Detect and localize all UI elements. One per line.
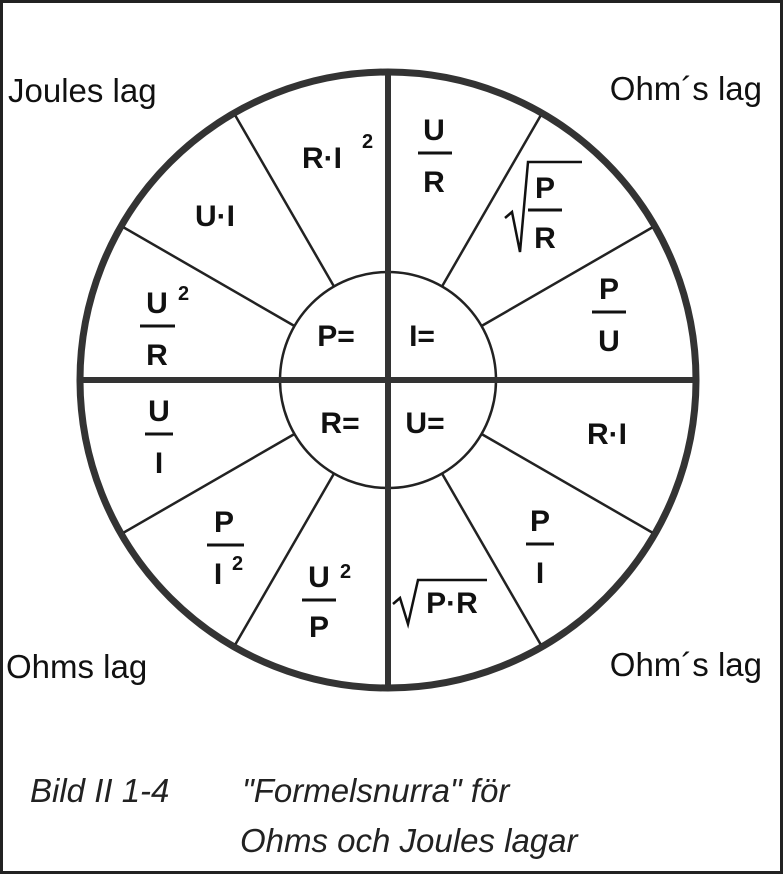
center-label-voltage: U= <box>405 407 444 440</box>
svg-text:P·R: P·R <box>426 587 478 620</box>
sector-spoke <box>234 115 336 288</box>
corner-label-bottom-right: Ohm´s lag <box>610 646 762 683</box>
sector-spoke <box>440 472 542 645</box>
sqrt-sign <box>504 160 582 253</box>
svg-text:U: U <box>598 325 620 358</box>
svg-text:U: U <box>308 561 330 594</box>
formula-u-over-i: U I <box>145 395 173 480</box>
sector-spoke <box>440 115 542 288</box>
formula-u-times-i: U·I <box>195 200 235 233</box>
svg-text:R·I: R·I <box>302 142 342 175</box>
corner-label-top-left: Joules lag <box>8 72 157 109</box>
sector-spoke <box>480 432 653 534</box>
formula-u-squared-over-p: U P 2 <box>302 561 351 644</box>
formula-u-squared-over-r: U R 2 <box>140 283 189 372</box>
sector-spoke <box>123 432 296 534</box>
corner-label-top-right: Ohm´s lag <box>610 70 762 107</box>
sector-spoke <box>234 472 336 645</box>
svg-text:P: P <box>214 506 234 539</box>
corner-label-bottom-left: Ohms lag <box>6 648 147 685</box>
svg-text:R: R <box>423 166 445 199</box>
formula-p-over-u: P U <box>592 273 626 358</box>
svg-text:P: P <box>599 273 619 306</box>
svg-text:U: U <box>423 114 445 147</box>
formula-p-over-i-squared: P I 2 <box>207 506 244 591</box>
svg-text:P: P <box>309 611 329 644</box>
center-label-power: P= <box>317 320 355 353</box>
center-label-current: I= <box>409 320 435 353</box>
svg-text:R: R <box>146 339 168 372</box>
svg-text:2: 2 <box>340 561 351 583</box>
sector-spokes <box>123 115 653 645</box>
svg-text:P: P <box>535 172 555 205</box>
svg-text:U: U <box>148 395 170 428</box>
svg-text:U: U <box>146 287 168 320</box>
formula-r-times-i: R·I <box>587 418 627 451</box>
caption-line-1: "Formelsnurra" för <box>242 772 511 809</box>
center-label-resistance: R= <box>320 407 359 440</box>
svg-text:2: 2 <box>362 131 373 153</box>
formula-u-over-r: U R <box>418 114 452 199</box>
svg-text:I: I <box>155 447 163 480</box>
sector-spoke <box>123 226 296 328</box>
sqrt-sign <box>392 578 487 629</box>
formula-sqrt-p-times-r: P·R <box>392 578 487 629</box>
formula-p-over-i: P I <box>526 505 554 590</box>
svg-text:P: P <box>530 505 550 538</box>
sector-spoke <box>480 226 653 328</box>
caption-line-2: Ohms och Joules lagar <box>240 822 580 859</box>
formula-r-i-squared: R·I 2 <box>302 131 373 175</box>
svg-text:R: R <box>534 222 556 255</box>
svg-text:I: I <box>214 558 222 591</box>
svg-text:2: 2 <box>178 283 189 305</box>
caption-figure-number: Bild II 1-4 <box>30 772 169 809</box>
svg-text:I: I <box>536 557 544 590</box>
formula-sqrt-p-over-r: P R <box>504 160 582 255</box>
svg-text:2: 2 <box>232 553 243 575</box>
